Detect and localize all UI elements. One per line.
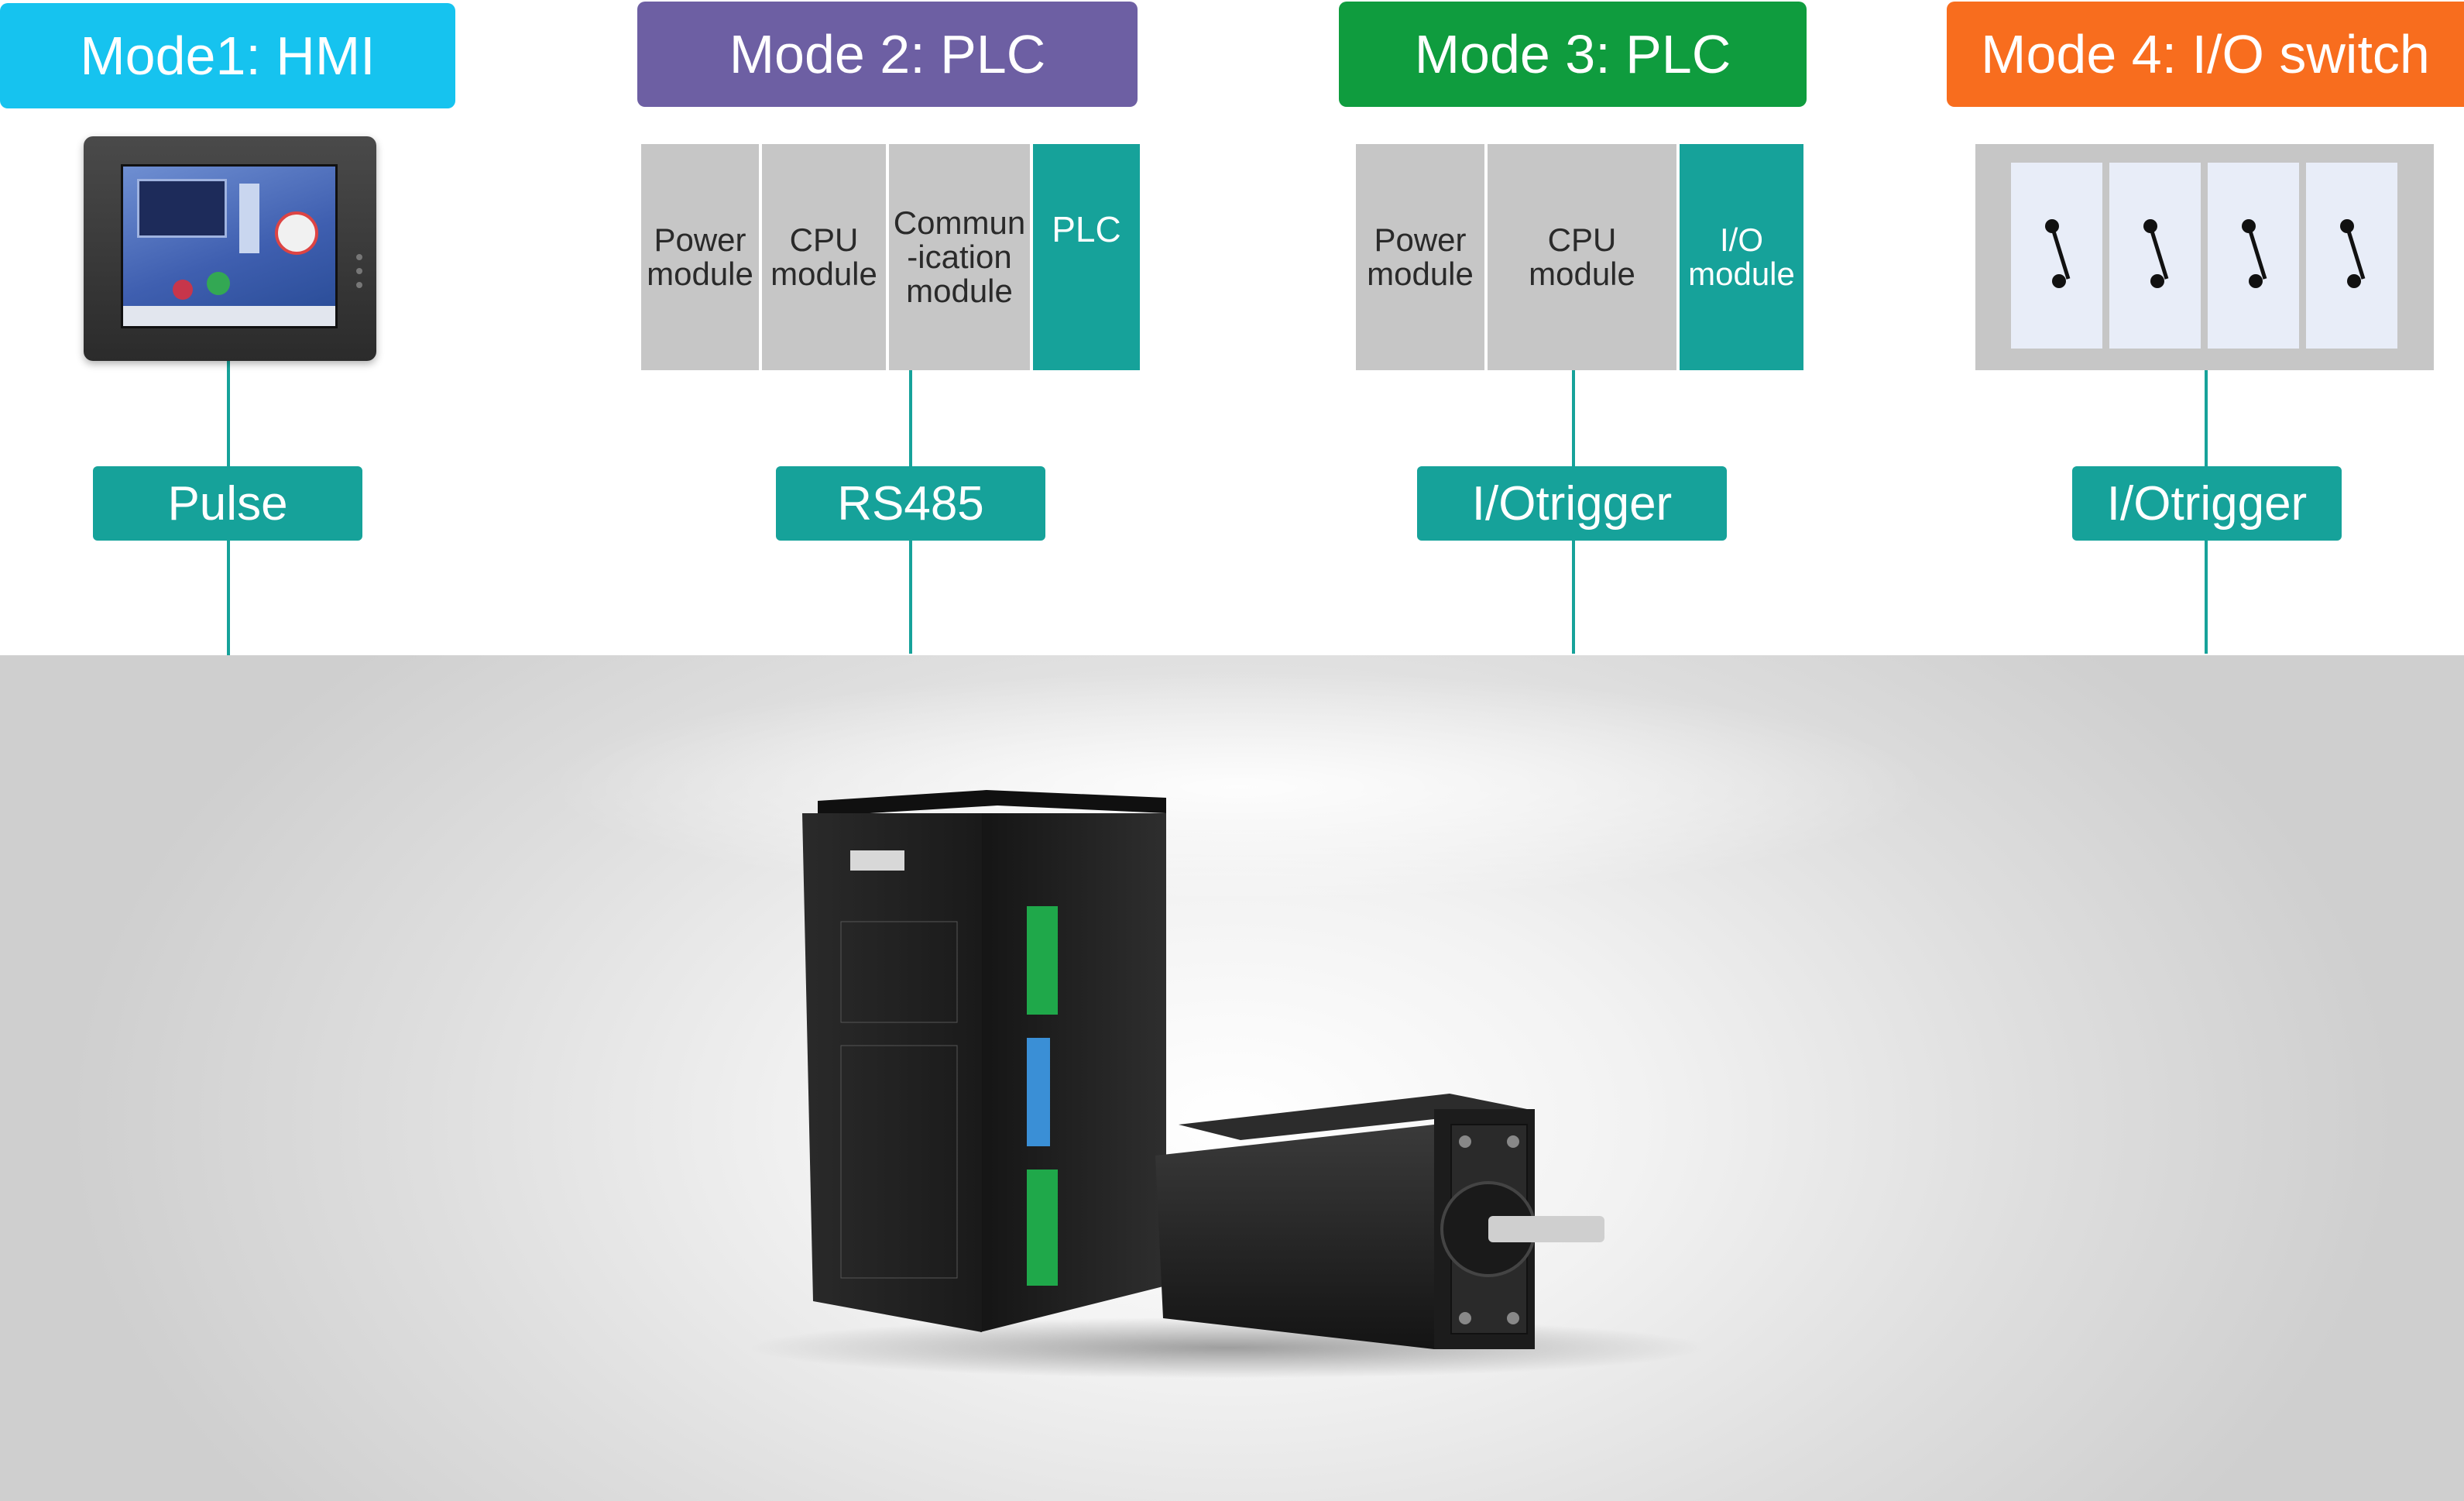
mode3-signal-tag: I/Otrigger — [1417, 466, 1727, 541]
switch-cell — [2109, 163, 2201, 349]
switch-cell — [2208, 163, 2299, 349]
hmi-touchscreen-image — [84, 136, 376, 361]
toggle-switch-icon — [2045, 219, 2071, 288]
mode2-power-module: Power module — [641, 144, 759, 370]
stepper-motor-image — [1155, 1094, 1604, 1349]
product-backdrop — [0, 655, 2464, 1501]
toggle-switch-icon — [2143, 219, 2169, 288]
mode4-signal-tag: I/Otrigger — [2072, 466, 2342, 541]
mode4-header: Mode 4: I/O switch — [1947, 2, 2464, 107]
mode2-communication-module: Commun -ication module — [889, 144, 1030, 370]
stepper-drive-image — [802, 790, 1166, 1332]
switch-cell — [2011, 163, 2102, 349]
mode2-signal-tag: RS485 — [776, 466, 1045, 541]
mode4-switch-panel — [1975, 144, 2434, 370]
switch-cell — [2306, 163, 2397, 349]
mode2-header: Mode 2: PLC — [637, 2, 1138, 107]
mode1-header: Mode1: HMI — [0, 3, 455, 108]
mode2-cpu-module: CPU module — [762, 144, 886, 370]
toggle-switch-icon — [2242, 219, 2267, 288]
mode3-header: Mode 3: PLC — [1339, 2, 1807, 107]
mode2-plc-module: PLC — [1033, 144, 1140, 370]
hmi-screen — [121, 164, 338, 328]
toggle-switch-icon — [2340, 219, 2366, 288]
mode1-signal-tag: Pulse — [93, 466, 362, 541]
mode3-power-module: Power module — [1356, 144, 1484, 370]
product-shadow — [743, 1317, 1711, 1379]
mode3-cpu-module: CPU module — [1488, 144, 1676, 370]
mode3-io-module: I/O module — [1680, 144, 1803, 370]
